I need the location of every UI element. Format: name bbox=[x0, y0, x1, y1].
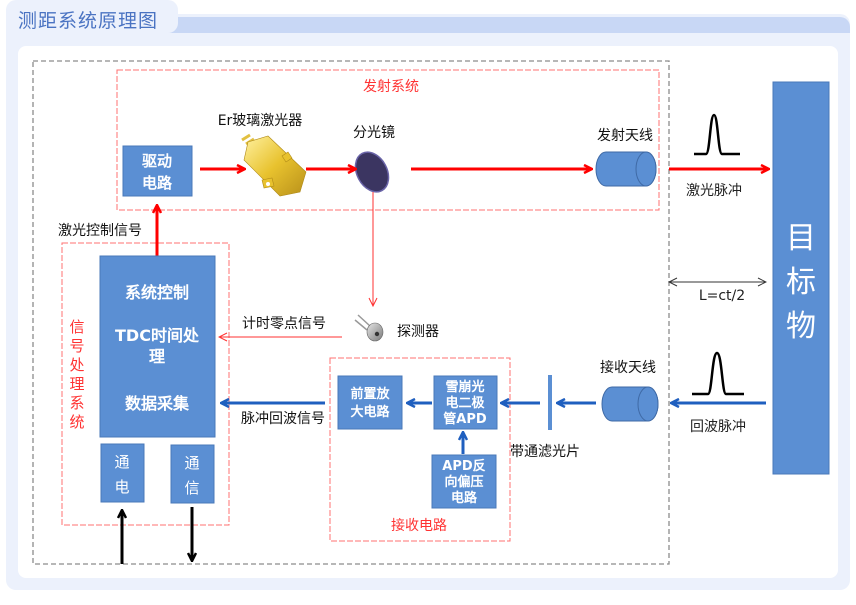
svg-text:电: 电 bbox=[114, 478, 129, 496]
timing-zero-label: 计时零点信号 bbox=[242, 316, 326, 332]
signal-processing-label-char: 信 bbox=[69, 318, 84, 336]
er-glass-laser-icon bbox=[241, 133, 307, 197]
signal-processing-label-char: 统 bbox=[69, 413, 84, 431]
rx-antenna-label: 接收天线 bbox=[600, 359, 656, 376]
rx-antenna-icon bbox=[601, 386, 659, 422]
svg-text:电路: 电路 bbox=[142, 174, 173, 192]
echo-pulse-label: 回波脉冲 bbox=[690, 419, 746, 435]
signal-processing-label-char: 理 bbox=[69, 375, 84, 393]
receive-circuit-group: 接收电路 bbox=[329, 357, 511, 542]
tx-antenna-icon bbox=[595, 151, 657, 187]
apd-bias-block: APD反 向偏压 电路 bbox=[431, 454, 497, 509]
svg-text:数据采集: 数据采集 bbox=[125, 394, 190, 413]
signal-processing-group: 信号处理系统 bbox=[61, 242, 230, 526]
detector-icon bbox=[354, 314, 384, 342]
svg-text:大电路: 大电路 bbox=[350, 404, 390, 420]
receive-circuit-label: 接收电路 bbox=[391, 517, 447, 534]
distance-formula: L=ct/2 bbox=[699, 288, 745, 304]
svg-text:标: 标 bbox=[786, 265, 816, 300]
svg-text:前置放: 前置放 bbox=[350, 386, 390, 402]
tx-antenna-label: 发射天线 bbox=[597, 128, 653, 144]
laser-pulse-waveform bbox=[694, 113, 740, 156]
signal-processing-label-char: 系 bbox=[69, 394, 84, 412]
signal-processing-label-char: 号 bbox=[69, 337, 84, 355]
laser-pulse-label: 激光脉冲 bbox=[686, 182, 742, 199]
title-tab bbox=[6, 0, 178, 34]
signal-processing-label-char: 处 bbox=[69, 356, 84, 374]
echo-pulse-waveform bbox=[692, 351, 744, 396]
driver-circuit-block: 驱动 电路 bbox=[122, 145, 193, 197]
svg-text:APD反: APD反 bbox=[442, 458, 485, 474]
power-block: 通 电 bbox=[100, 443, 145, 503]
svg-text:TDC时间处: TDC时间处 bbox=[115, 326, 200, 345]
transmit-system-group: 发射系统 bbox=[116, 69, 660, 211]
beam-splitter-label: 分光镜 bbox=[353, 125, 395, 141]
svg-text:管APD: 管APD bbox=[443, 411, 487, 427]
tab-stripe bbox=[178, 17, 850, 33]
system-boundary bbox=[32, 60, 670, 565]
pulse-echo-label: 脉冲回波信号 bbox=[241, 411, 325, 427]
beam-splitter-icon bbox=[354, 151, 390, 193]
page-title: 测距系统原理图 bbox=[18, 10, 159, 32]
svg-text:驱动: 驱动 bbox=[142, 152, 172, 170]
svg-text:电二极: 电二极 bbox=[445, 395, 485, 411]
svg-text:目: 目 bbox=[786, 221, 816, 256]
svg-text:理: 理 bbox=[149, 347, 165, 366]
detector-label: 探测器 bbox=[397, 324, 439, 340]
svg-text:通: 通 bbox=[184, 454, 199, 472]
apd-block: 雪崩光 电二极 管APD bbox=[433, 375, 498, 430]
laser-control-label: 激光控制信号 bbox=[58, 222, 142, 239]
system-control-block: 系统控制 TDC时间处 理 数据采集 bbox=[99, 255, 216, 438]
transmit-system-label: 发射系统 bbox=[363, 79, 419, 95]
tab-decoration bbox=[166, 10, 178, 33]
signal-processing-label: 信号处理系统 bbox=[69, 318, 84, 431]
bandpass-filter-icon bbox=[548, 375, 552, 430]
svg-text:信: 信 bbox=[184, 479, 199, 497]
svg-text:物: 物 bbox=[786, 309, 816, 344]
svg-text:电路: 电路 bbox=[451, 490, 478, 506]
svg-text:雪崩光: 雪崩光 bbox=[445, 379, 484, 395]
target-block: 目 标 物 bbox=[772, 81, 830, 475]
bandpass-filter-label: 带通滤光片 bbox=[510, 444, 580, 460]
communication-block: 通 信 bbox=[170, 444, 215, 504]
svg-text:通: 通 bbox=[114, 453, 129, 471]
svg-text:系统控制: 系统控制 bbox=[125, 283, 189, 302]
svg-text:向偏压: 向偏压 bbox=[444, 474, 483, 490]
laser-label: Er玻璃激光器 bbox=[218, 112, 303, 129]
preamp-block: 前置放 大电路 bbox=[337, 375, 403, 430]
